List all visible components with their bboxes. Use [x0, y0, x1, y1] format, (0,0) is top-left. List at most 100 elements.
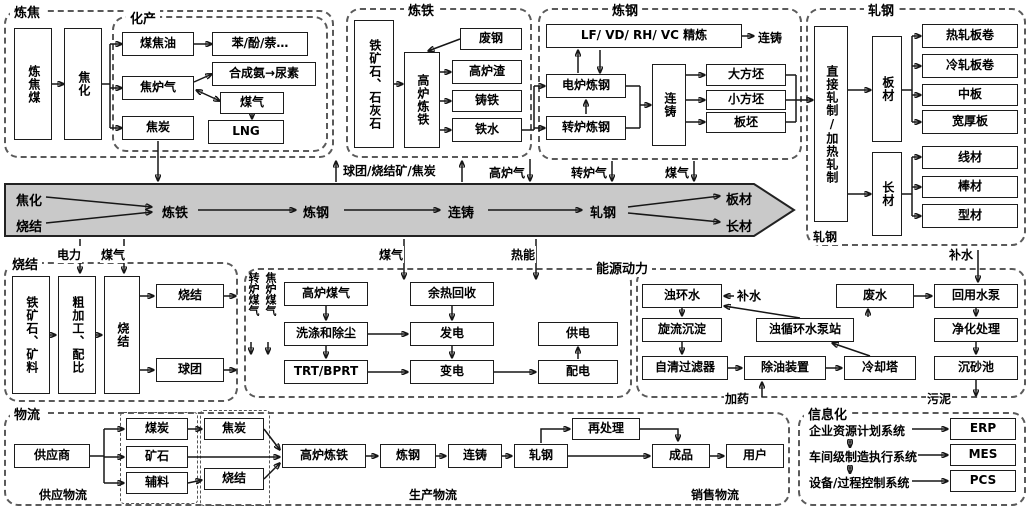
- node-log-coke: 焦炭: [204, 418, 264, 440]
- node-purification: 净化处理: [934, 318, 1018, 342]
- label-makeup-water-1: 补水: [736, 287, 763, 304]
- node-ammonia-urea: 合成氨→尿素: [212, 62, 316, 86]
- node-rolling-process: 直接轧制/加热轧制: [814, 26, 848, 222]
- node-coke-plant: 焦化: [64, 28, 102, 140]
- section-ironmaking-title: 炼铁: [404, 0, 439, 19]
- node-trt: TRT/BPRT: [284, 360, 368, 384]
- node-sinter-column: 烧结: [104, 276, 140, 394]
- label-heat: 热能: [510, 246, 537, 263]
- banner-plate: 板材: [726, 193, 753, 208]
- banner-steelmaking: 炼钢: [303, 206, 330, 221]
- node-log-coal: 煤炭: [126, 418, 188, 440]
- node-lng: LNG: [208, 120, 284, 144]
- label-sales-logistics: 销售物流: [690, 486, 741, 503]
- section-water: [636, 268, 1026, 398]
- node-sinter-ore: 铁矿石、矿料: [12, 276, 50, 394]
- node-bf-slag: 高炉渣: [452, 60, 522, 84]
- node-hot-metal: 铁水: [452, 118, 522, 142]
- node-power-supply: 供电: [538, 322, 618, 346]
- node-coke-oven-gas: 焦炉气: [122, 76, 194, 100]
- node-caster: 连铸: [652, 64, 686, 146]
- node-product: 成品: [652, 444, 710, 468]
- label-gas-top: 煤气: [664, 164, 691, 181]
- section-coking: [4, 10, 334, 158]
- label-continuous-casting: 连铸: [757, 29, 784, 46]
- section-energy-title: 能源动力: [592, 258, 653, 277]
- label-coke-gas-vertical: 焦炉煤气: [264, 272, 277, 316]
- section-informatization: [798, 412, 1026, 506]
- node-bf-gas: 高炉煤气: [284, 282, 368, 306]
- banner-long-products: 长材: [726, 220, 753, 235]
- node-coke: 焦炭: [122, 116, 194, 140]
- section-chem-title: 化产: [126, 8, 161, 27]
- node-pump-station: 浊循环水泵站: [756, 318, 854, 342]
- node-supplier: 供应商: [14, 444, 90, 468]
- banner-ironmaking: 炼铁: [162, 206, 189, 221]
- banner-casting: 连铸: [448, 206, 475, 221]
- node-refining: LF/ VD/ RH/ VC 精炼: [546, 24, 742, 48]
- node-mes: MES: [950, 444, 1016, 466]
- node-waste-water: 废水: [836, 284, 914, 308]
- node-pellet: 球团: [156, 358, 224, 382]
- node-ore-limestone: 铁矿石、石灰石: [354, 20, 394, 148]
- label-sludge: 污泥: [926, 390, 953, 407]
- section-rolling-title: 轧钢: [864, 0, 899, 19]
- node-coal-tar: 煤焦油: [122, 32, 194, 56]
- node-long-products: 长材: [872, 152, 902, 236]
- label-sinter-gas: 煤气: [100, 246, 127, 263]
- label-energy-gas: 煤气: [378, 246, 405, 263]
- node-reuse-pump: 回用水泵: [934, 284, 1018, 308]
- section-coking-title: 炼焦: [10, 2, 45, 21]
- node-turbid-water: 浊环水: [642, 284, 722, 308]
- node-substation: 变电: [410, 360, 494, 384]
- node-scrap: 废钢: [460, 28, 522, 50]
- section-ironmaking: [346, 8, 532, 158]
- node-cold-coil: 冷轧板卷: [922, 54, 1018, 78]
- node-customer: 用户: [726, 444, 784, 468]
- section-chem-products: [112, 16, 328, 152]
- node-sinter-prep: 粗加工、配比: [58, 276, 96, 394]
- node-blast-furnace: 高炉炼铁: [404, 52, 440, 148]
- node-eaf: 电炉炼钢: [546, 74, 626, 98]
- node-deoiler: 除油装置: [744, 356, 826, 380]
- node-hot-coil: 热轧板卷: [922, 24, 1018, 48]
- node-log-rolling: 轧钢: [514, 444, 568, 468]
- node-bof: 转炉炼钢: [546, 116, 626, 140]
- node-heat-recovery: 余热回收: [410, 282, 494, 306]
- label-bof-gas-vertical: 转炉煤气: [247, 272, 260, 316]
- main-process-arrow: [4, 183, 796, 237]
- section-informatization-title: 信息化: [804, 404, 852, 423]
- node-log-steelmaking: 炼钢: [380, 444, 436, 468]
- node-log-sinter: 烧结: [204, 468, 264, 490]
- node-erp: ERP: [950, 418, 1016, 440]
- banner-rolling: 轧钢: [590, 206, 617, 221]
- node-wire-rod: 线材: [922, 146, 1018, 169]
- label-erp-system: 企业资源计划系统: [808, 422, 907, 439]
- node-heavy-plate: 宽厚板: [922, 110, 1018, 134]
- node-plate: 板材: [872, 36, 902, 142]
- section-sintering-title: 烧结: [8, 254, 43, 273]
- label-pellet-sinter-coke: 球团/烧结矿/焦炭: [342, 162, 437, 179]
- label-pcs-system: 设备/过程控制系统: [808, 474, 911, 491]
- label-production-logistics: 生产物流: [408, 486, 459, 503]
- banner-sintering: 烧结: [16, 220, 43, 235]
- label-bof-gas: 转炉气: [570, 164, 609, 181]
- label-supply-logistics: 供应物流: [38, 486, 89, 503]
- node-bloom: 大方坯: [706, 64, 786, 86]
- label-power: 电力: [56, 246, 83, 263]
- node-section-steel: 型材: [922, 204, 1018, 228]
- node-cast-iron: 铸铁: [452, 90, 522, 112]
- node-reprocess: 再处理: [572, 418, 640, 440]
- node-pcs: PCS: [950, 470, 1016, 492]
- node-power-gen: 发电: [410, 322, 494, 346]
- node-sinter: 烧结: [156, 284, 224, 308]
- node-log-aux: 辅料: [126, 472, 188, 494]
- node-sand-basin: 沉砂池: [934, 356, 1018, 380]
- label-bf-gas: 高炉气: [488, 164, 527, 181]
- node-gas: 煤气: [220, 92, 284, 114]
- node-coking-coal: 炼焦煤: [14, 28, 52, 140]
- node-bar: 棒材: [922, 176, 1018, 198]
- node-billet: 小方坯: [706, 90, 786, 110]
- node-benzene-phenol: 苯/酚/萘…: [212, 32, 308, 56]
